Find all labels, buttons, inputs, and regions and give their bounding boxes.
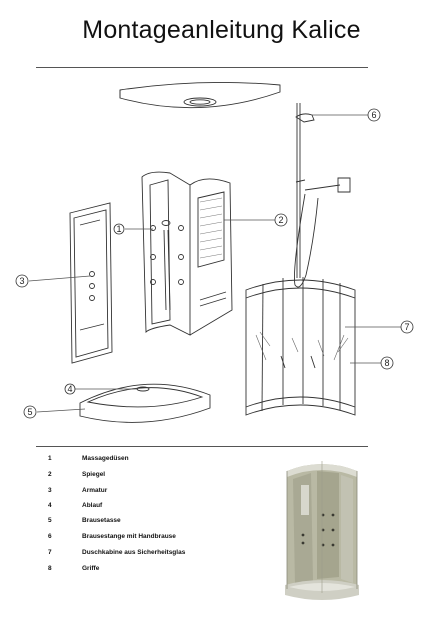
shower-tray [79,383,211,423]
legend-label: Griffe [82,565,100,572]
page-title: Montageanleitung Kalice [82,16,361,44]
callout-2: 2 [278,215,283,225]
legend-number: 2 [48,471,52,478]
legend-label: Ablauf [82,502,103,509]
callout-6-circle [367,108,381,122]
callout-5-circle [23,405,37,419]
back-wall-panel [141,171,233,336]
callout-3-circle [15,274,29,288]
callout-1-circle [113,223,125,235]
top-divider [36,67,368,68]
callout-4: 4 [67,384,72,394]
shower-rail [293,103,351,288]
callout-8: 8 [384,358,389,368]
glass-reflections [255,331,349,361]
legend-label: Spiegel [82,471,106,478]
callout-3: 3 [19,276,24,286]
callout-1: 1 [116,224,121,234]
legend-number: 7 [48,549,52,556]
callout-leaders [28,114,401,413]
callout-4-circle [64,383,76,395]
callout-7-circle [400,320,414,334]
bottom-divider [36,446,368,447]
legend-label: Brausetasse [82,517,121,524]
legend-label: Brausestange mit Handbrause [82,533,176,540]
legend-label: Massagedüsen [82,455,129,462]
legend-number: 5 [48,517,52,524]
callout-8-circle [380,356,394,370]
callout-5: 5 [27,407,32,417]
glass-cabin [245,277,356,416]
callout-2-circle [274,213,288,227]
callout-6: 6 [371,110,376,120]
mirror-hatch [199,197,223,259]
callout-7: 7 [404,322,409,332]
legend-label: Armatur [82,487,108,494]
product-photo [281,455,363,605]
legend-number: 8 [48,565,52,572]
left-wall-panel [69,202,113,364]
legend-label: Duschkabine aus Sicherheitsglas [82,549,186,556]
ceiling-panel [119,81,281,109]
legend-number: 1 [48,455,52,462]
legend-number: 3 [48,487,52,494]
exploded-assembly-drawing: 1 2 3 4 5 6 7 8 [15,81,414,423]
legend-number: 4 [48,502,52,509]
legend-number: 6 [48,533,52,540]
